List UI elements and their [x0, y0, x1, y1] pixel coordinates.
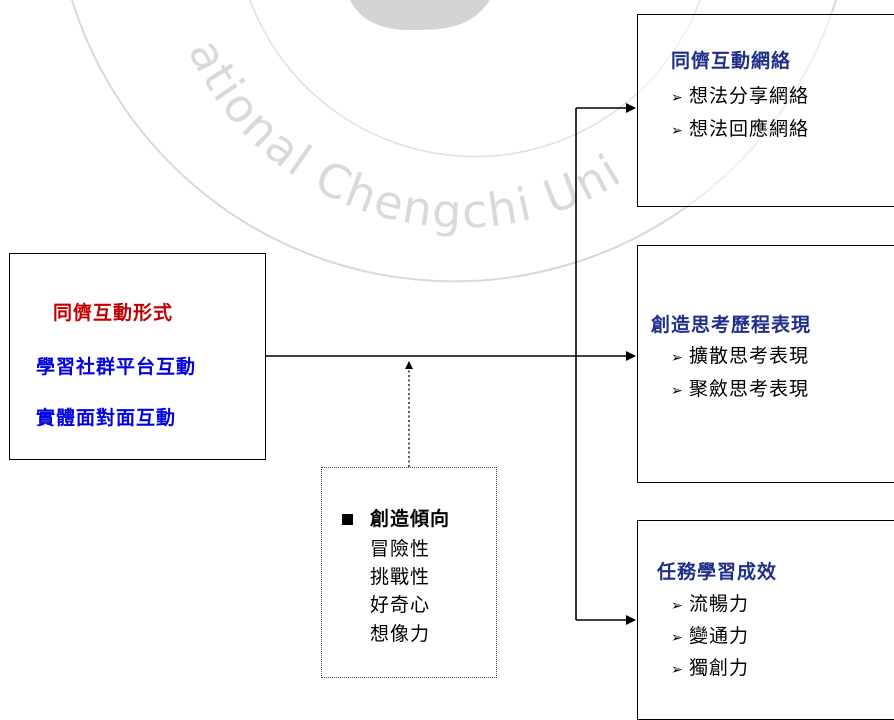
- creative-tendency-item: 想像力: [370, 623, 431, 645]
- arrow-bullet-icon: ➢: [671, 90, 684, 106]
- seal-emblem: [350, 0, 490, 30]
- creative-tendency-item: 挑戰性: [370, 566, 431, 588]
- outcome-list-item: ➢獨創力: [671, 656, 749, 682]
- interaction-form-online: 學習社群平台互動: [36, 356, 197, 378]
- creative-tendency-item: 好奇心: [370, 594, 431, 616]
- learning-outcome-title: 任務學習成效: [657, 561, 778, 583]
- outcome-list-item: ➢變通力: [671, 624, 749, 650]
- interaction-form-face-to-face: 實體面對面互動: [36, 407, 177, 429]
- creative-tendency-item: 冒險性: [370, 538, 431, 560]
- creative-thinking-title: 創造思考歷程表現: [651, 314, 812, 336]
- arrow-bullet-icon: ➢: [671, 123, 684, 139]
- creative-tendency-title: 創造傾向: [370, 508, 451, 530]
- arrow-bullet-icon: ➢: [671, 383, 684, 399]
- peer-network-box: [637, 14, 894, 207]
- interaction-forms-title: 同儕互動形式: [53, 302, 174, 324]
- outcome-list-item: ➢流暢力: [671, 592, 749, 618]
- creative-thinking-box: [637, 245, 894, 483]
- outcome-list-item: ➢想法分享網絡: [671, 84, 809, 110]
- arrow-bullet-icon: ➢: [671, 350, 684, 366]
- arrow-bullet-icon: ➢: [671, 662, 684, 678]
- outcome-list-item: ➢聚斂思考表現: [671, 377, 809, 403]
- arrow-bullet-icon: ➢: [671, 630, 684, 646]
- square-bullet-icon: [342, 514, 353, 525]
- creative-tendency-box: [321, 467, 497, 678]
- outcome-list-item: ➢想法回應網絡: [671, 117, 809, 143]
- arrow-bullet-icon: ➢: [671, 598, 684, 614]
- learning-outcome-box: [637, 520, 894, 720]
- outcome-list-item: ➢擴散思考表現: [671, 344, 809, 370]
- peer-network-title: 同儕互動網絡: [671, 50, 792, 72]
- interaction-forms-box: [9, 253, 266, 460]
